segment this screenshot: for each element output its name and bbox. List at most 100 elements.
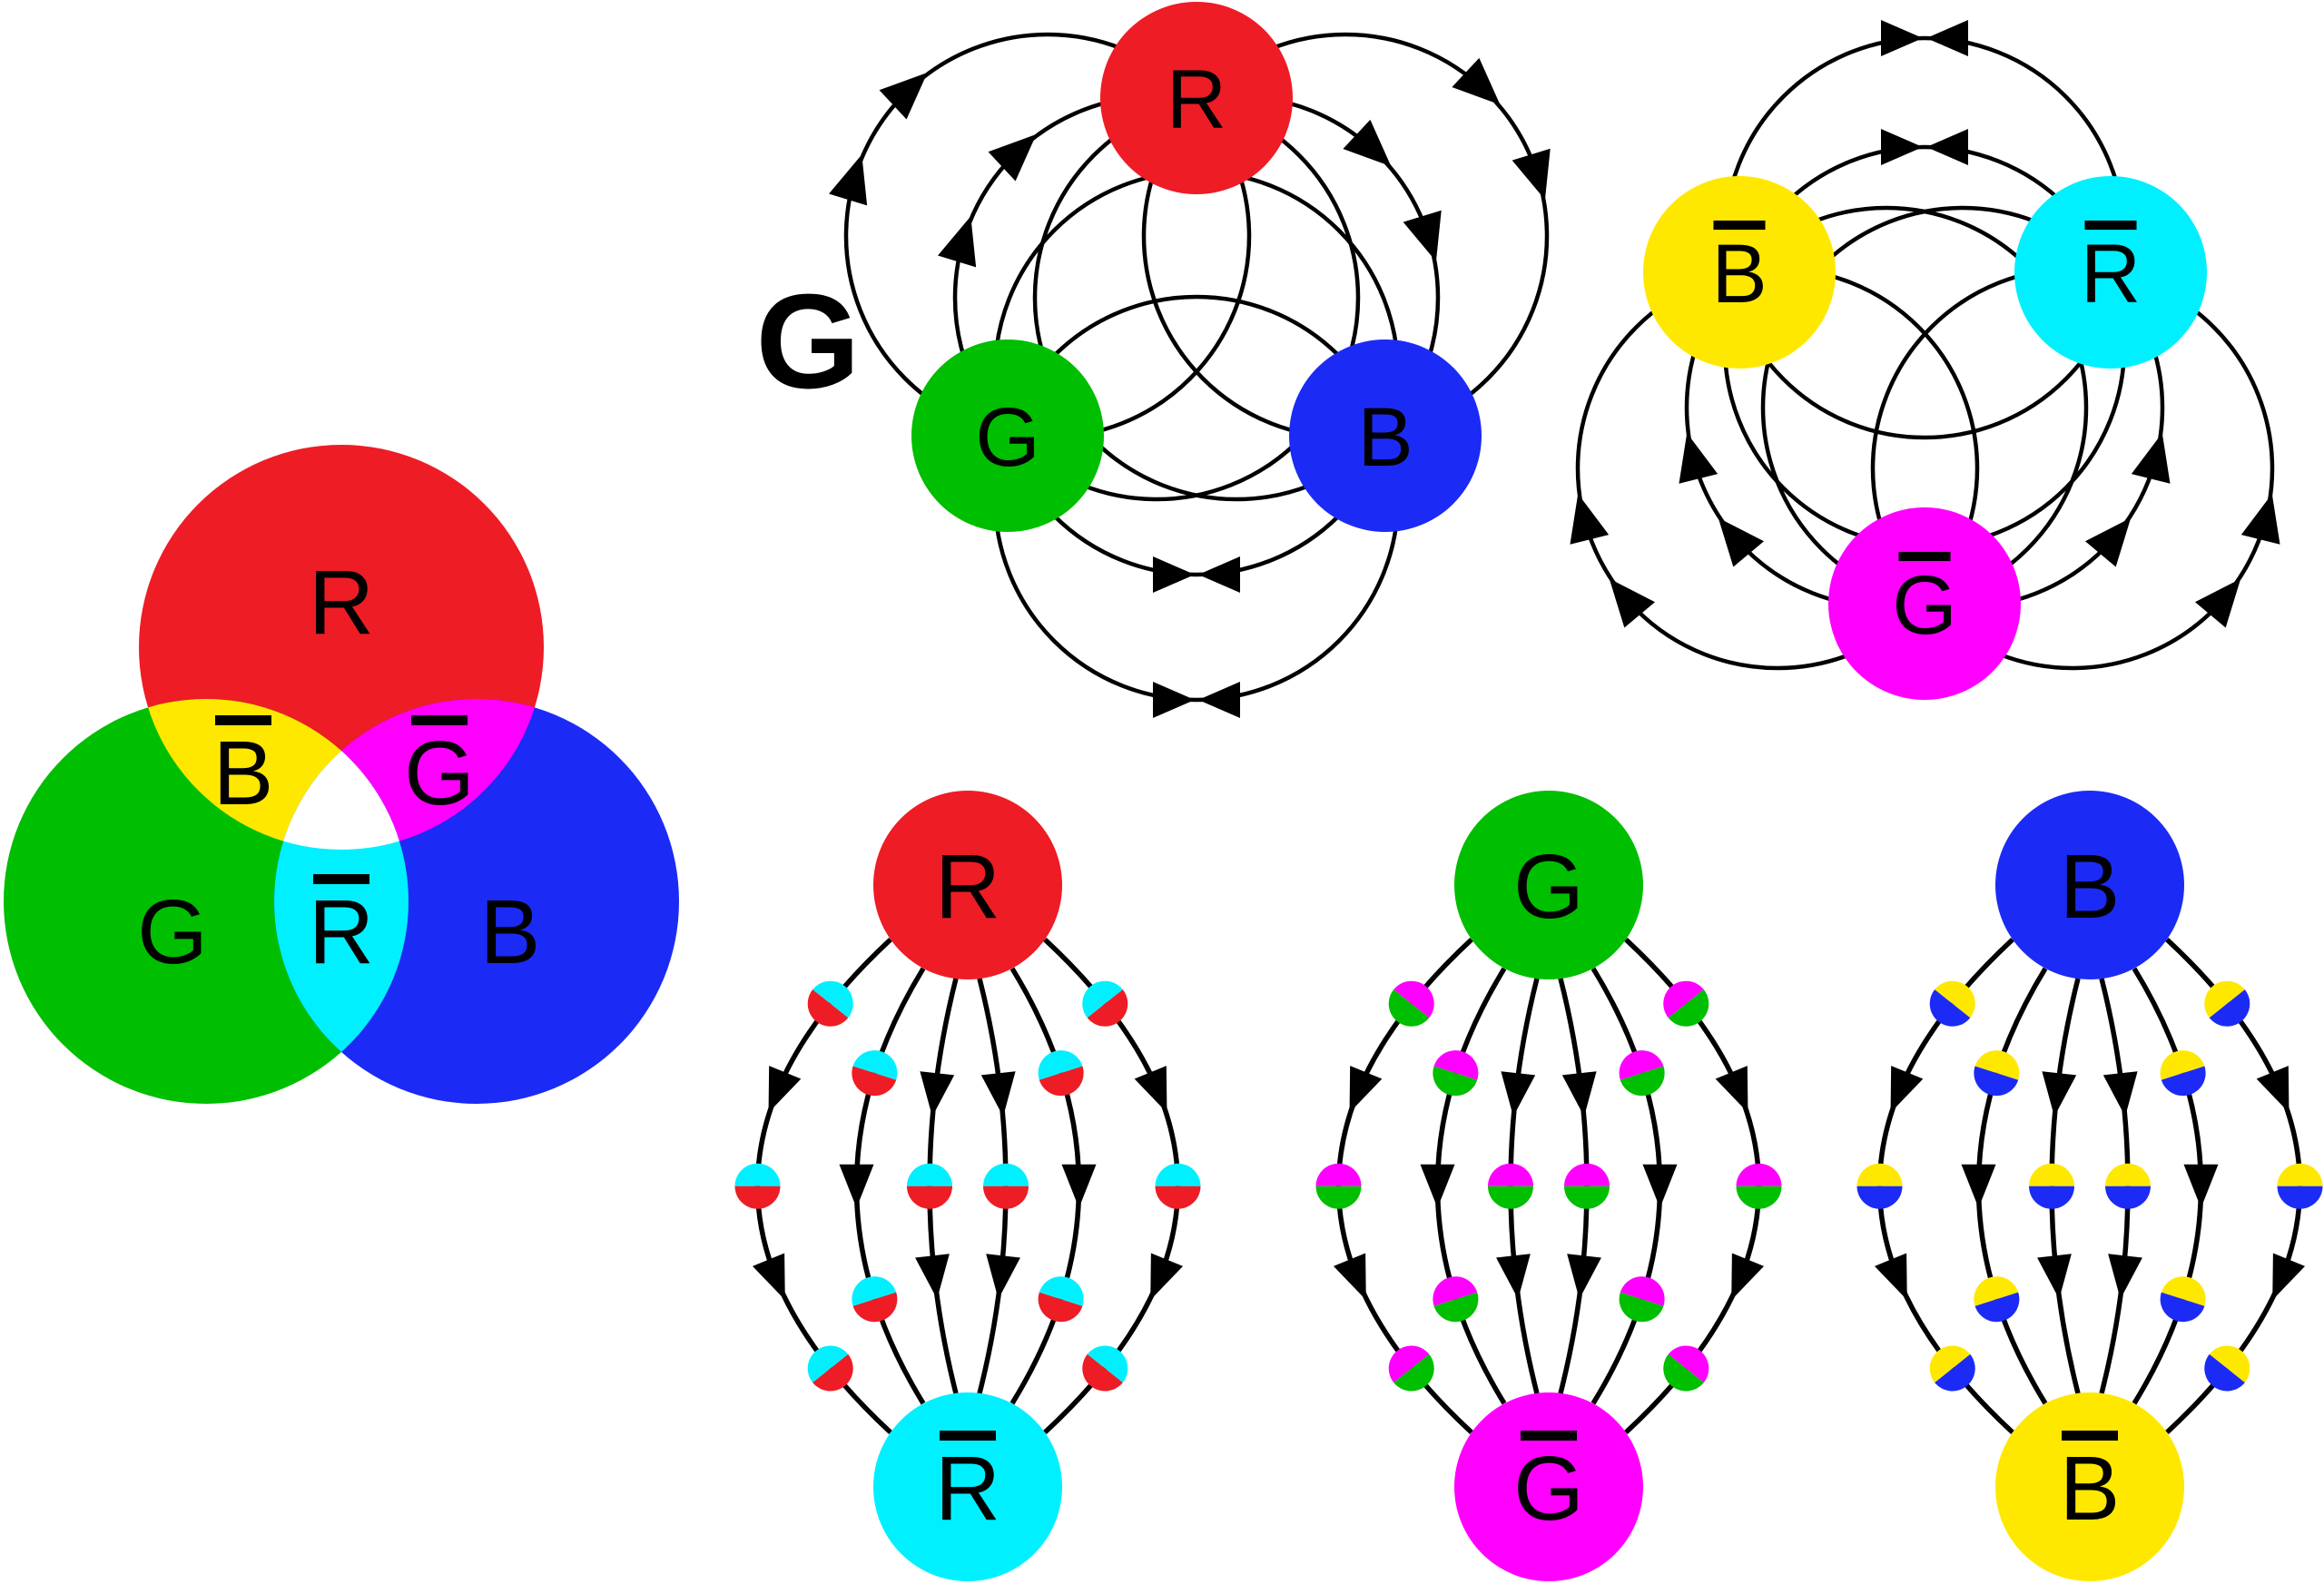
arrowhead-icon <box>2272 1253 2306 1301</box>
quark-node-label: R <box>935 836 1000 938</box>
gluon-dot-color-half <box>1038 1292 1083 1323</box>
arrowhead-icon <box>1961 1164 1996 1208</box>
gluon-dot-color-half <box>1736 1186 1782 1209</box>
gluon-dot-color-half <box>1663 1353 1704 1392</box>
venn-overlap-clip-group <box>274 699 409 850</box>
quark-node-label: B <box>1711 228 1767 320</box>
gluon-dot-color-half <box>2204 1353 2245 1392</box>
gluon-dot-color-half <box>2277 1186 2323 1209</box>
overline-bar <box>940 1431 996 1441</box>
arrowhead-icon <box>2108 1254 2142 1300</box>
gluon-dot-color-half <box>1388 989 1430 1027</box>
arrowhead-icon <box>2037 1254 2072 1300</box>
quark-node-B-bar <box>1643 176 1836 369</box>
gluon-dot-anticolor-half <box>2204 980 2245 1018</box>
overline-bar <box>313 874 369 884</box>
gluon-dot-anticolor-half <box>1433 1050 1479 1080</box>
overline-bar <box>1521 1431 1577 1441</box>
venn-overlap-region <box>274 699 409 850</box>
arrowhead-icon <box>2042 1071 2077 1117</box>
gluon-dot-color-half <box>1393 1353 1434 1392</box>
gluon-dot <box>1433 1276 1479 1323</box>
bowtie-icon <box>1153 556 1240 593</box>
bowtie-left-triangle <box>1881 129 1923 165</box>
gluon-dot-anticolor-half <box>1736 1163 1782 1186</box>
gluon-dot-color-half <box>1488 1186 1533 1209</box>
quark-node-G-bar <box>1828 507 2021 700</box>
quark-node-B <box>1289 339 1482 532</box>
gluon-dot-anticolor-half <box>2209 1345 2250 1383</box>
quark-node-R <box>1100 2 1293 194</box>
arrowhead-icon <box>1609 578 1656 628</box>
gluon-dot <box>852 1276 898 1323</box>
gluon-dot <box>983 1163 1029 1209</box>
arrowhead-icon <box>920 1071 955 1117</box>
gluon-dot <box>2029 1163 2074 1209</box>
arrowhead-icon <box>1512 148 1551 200</box>
gluon-dot-color-half <box>1619 1292 1664 1323</box>
bowtie-icon <box>1881 129 1968 165</box>
arrowhead-icon <box>1561 1071 1597 1117</box>
gluon-dot <box>1974 1276 2020 1323</box>
gluon-dot <box>1929 1345 1975 1392</box>
gluon-dot <box>1619 1276 1665 1323</box>
gluon-dot-color-half <box>1564 1186 1610 1209</box>
gluon-dot-anticolor-half <box>1393 980 1434 1018</box>
gluon-dot-anticolor-half <box>1038 1050 1083 1080</box>
gluon-dot <box>2160 1276 2206 1323</box>
arrowhead-icon <box>1642 1164 1678 1208</box>
bowtie-right-triangle <box>1926 129 1968 165</box>
arrowhead-icon <box>2084 517 2132 567</box>
gluon-dot <box>1856 1163 1903 1209</box>
antiquark-node-R-bar <box>873 1392 1062 1581</box>
arrowhead-icon <box>1333 1253 1366 1301</box>
gluon-dot <box>1082 1345 1128 1392</box>
arrowhead-icon <box>1570 493 1610 545</box>
arrowhead-icon <box>768 1066 802 1113</box>
dipole-red-antired: RR <box>734 791 1201 1581</box>
gluon-dot <box>1663 980 1709 1027</box>
arrowhead-icon <box>1134 1066 1167 1113</box>
gluon-dot-anticolor-half <box>2105 1163 2151 1186</box>
arrowhead-icon <box>938 216 977 268</box>
antiquark-node-label: G <box>1513 1438 1584 1540</box>
arrowhead-icon <box>2194 578 2241 628</box>
gluon-dot <box>2204 980 2250 1027</box>
arrowhead-icon <box>980 1071 1016 1117</box>
gluon-dot-color-half <box>1433 1066 1478 1097</box>
venn-label-G: G <box>137 881 208 983</box>
arrowhead-icon <box>1496 1254 1531 1300</box>
gluon-dot-color-half <box>2209 989 2250 1027</box>
gluon-dot-anticolor-half <box>734 1163 781 1186</box>
overline-bar <box>215 715 271 725</box>
gluon-dot-anticolor-half <box>1929 1345 1971 1383</box>
quark-node-label: B <box>1357 391 1413 484</box>
arrowhead-icon <box>986 1254 1020 1300</box>
gluon-dot-color-half <box>2105 1186 2151 1209</box>
gluon-dot-anticolor-half <box>812 980 853 1018</box>
venn-overlap-label: R <box>309 881 374 983</box>
gluon-dot-anticolor-half <box>1082 980 1123 1018</box>
gluon-dot <box>2160 1050 2206 1097</box>
gluon-dot-color-half <box>1935 1353 1975 1392</box>
gluon-dot <box>734 1163 781 1209</box>
gluon-dot <box>1388 1345 1434 1392</box>
gluon-dot-anticolor-half <box>2160 1050 2205 1080</box>
bowtie-right-triangle <box>1926 20 1968 56</box>
gluon-dot-anticolor-half <box>1619 1050 1664 1080</box>
gluon-dot <box>1663 1345 1709 1392</box>
gluon-dot <box>907 1163 952 1209</box>
gluon-dot-anticolor-half <box>983 1163 1029 1186</box>
venn-label-R: R <box>309 552 374 654</box>
gluon-dot-anticolor-half <box>1974 1050 2020 1080</box>
quark-node-label: R <box>1167 54 1226 146</box>
antiquark-node-G-bar <box>1454 1392 1643 1581</box>
gluon-dot <box>1736 1163 1782 1209</box>
bowtie-left-triangle <box>1198 682 1240 718</box>
quark-node-label: R <box>2081 228 2141 320</box>
arrowhead-icon <box>1890 1066 1924 1113</box>
arrowhead-icon <box>1501 1071 1536 1117</box>
